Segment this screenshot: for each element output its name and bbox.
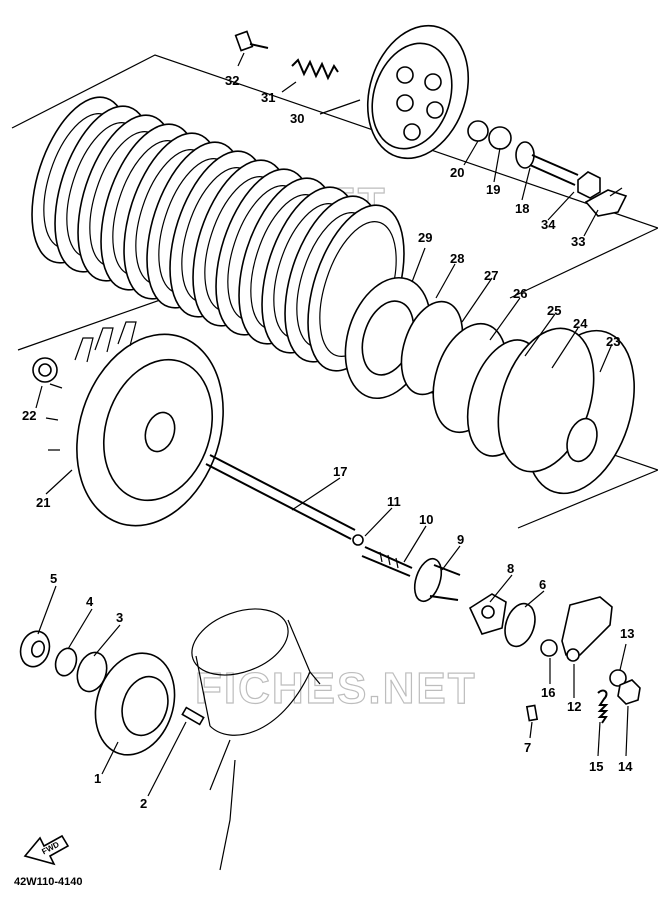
callout-31: 31 <box>261 90 275 105</box>
steel-ball <box>352 534 364 546</box>
callout-25: 25 <box>547 303 561 318</box>
diagram-code: 42W110-4140 <box>14 876 83 888</box>
push-lever-axle <box>413 557 461 603</box>
push-lever-assembly <box>561 596 613 662</box>
callout-26: 26 <box>513 286 527 301</box>
callout-7: 7 <box>524 740 531 755</box>
lever-washer <box>540 639 558 657</box>
callout-34: 34 <box>541 217 556 232</box>
primary-drive-gear <box>94 652 176 756</box>
callout-17: 17 <box>333 464 347 479</box>
leader-lines <box>35 52 629 797</box>
callout-18: 18 <box>515 201 529 216</box>
lever-nut <box>609 669 641 705</box>
callout-16: 16 <box>541 685 555 700</box>
crankshaft-phantom <box>191 608 321 871</box>
clutch-spring <box>291 58 339 81</box>
circlip <box>32 357 58 383</box>
callout-24: 24 <box>573 316 588 331</box>
oil-seal-plate <box>468 593 507 635</box>
callout-9: 9 <box>457 532 464 547</box>
return-spring <box>597 689 609 724</box>
callout-3: 3 <box>116 610 123 625</box>
bearing <box>504 602 536 648</box>
callout-6: 6 <box>539 577 546 592</box>
callout-14: 14 <box>618 759 633 774</box>
callout-21: 21 <box>36 495 50 510</box>
callout-12: 12 <box>567 699 581 714</box>
callout-20: 20 <box>450 165 464 180</box>
callout-33: 33 <box>571 234 585 249</box>
callout-10: 10 <box>419 512 433 527</box>
washer-plate <box>54 647 78 677</box>
woodruff-key <box>181 706 205 726</box>
push-rod-long <box>205 454 356 540</box>
gear-nut <box>19 630 51 668</box>
callout-8: 8 <box>507 561 514 576</box>
callout-5: 5 <box>50 571 57 586</box>
clutch-bolt <box>234 30 269 52</box>
callout-2: 2 <box>140 796 147 811</box>
callout-28: 28 <box>450 251 464 266</box>
clutch-boss <box>497 327 635 495</box>
push-rod-short <box>361 546 413 577</box>
callout-23: 23 <box>606 334 620 349</box>
callout-27: 27 <box>484 268 498 283</box>
callout-30: 30 <box>290 111 304 126</box>
callout-11: 11 <box>387 494 401 509</box>
friction-plate-stack <box>31 96 405 372</box>
dowel-pin <box>525 704 539 722</box>
clutch-housing <box>45 321 224 527</box>
lock-washer <box>76 651 108 693</box>
callout-labels: 1 2 3 4 5 6 7 8 9 10 11 12 13 14 15 16 1… <box>22 73 634 811</box>
callout-22: 22 <box>22 408 36 423</box>
pressure-plate <box>366 24 470 160</box>
callout-4: 4 <box>86 594 94 609</box>
fwd-arrow: FWD <box>23 834 70 866</box>
callout-15: 15 <box>589 759 603 774</box>
push-rod-assembly <box>467 120 628 217</box>
watermark-bottom: FICHES.NET <box>195 664 477 713</box>
callout-13: 13 <box>620 626 634 641</box>
callout-19: 19 <box>486 182 500 197</box>
callout-1: 1 <box>94 771 101 786</box>
callout-29: 29 <box>418 230 432 245</box>
callout-32: 32 <box>225 73 239 88</box>
